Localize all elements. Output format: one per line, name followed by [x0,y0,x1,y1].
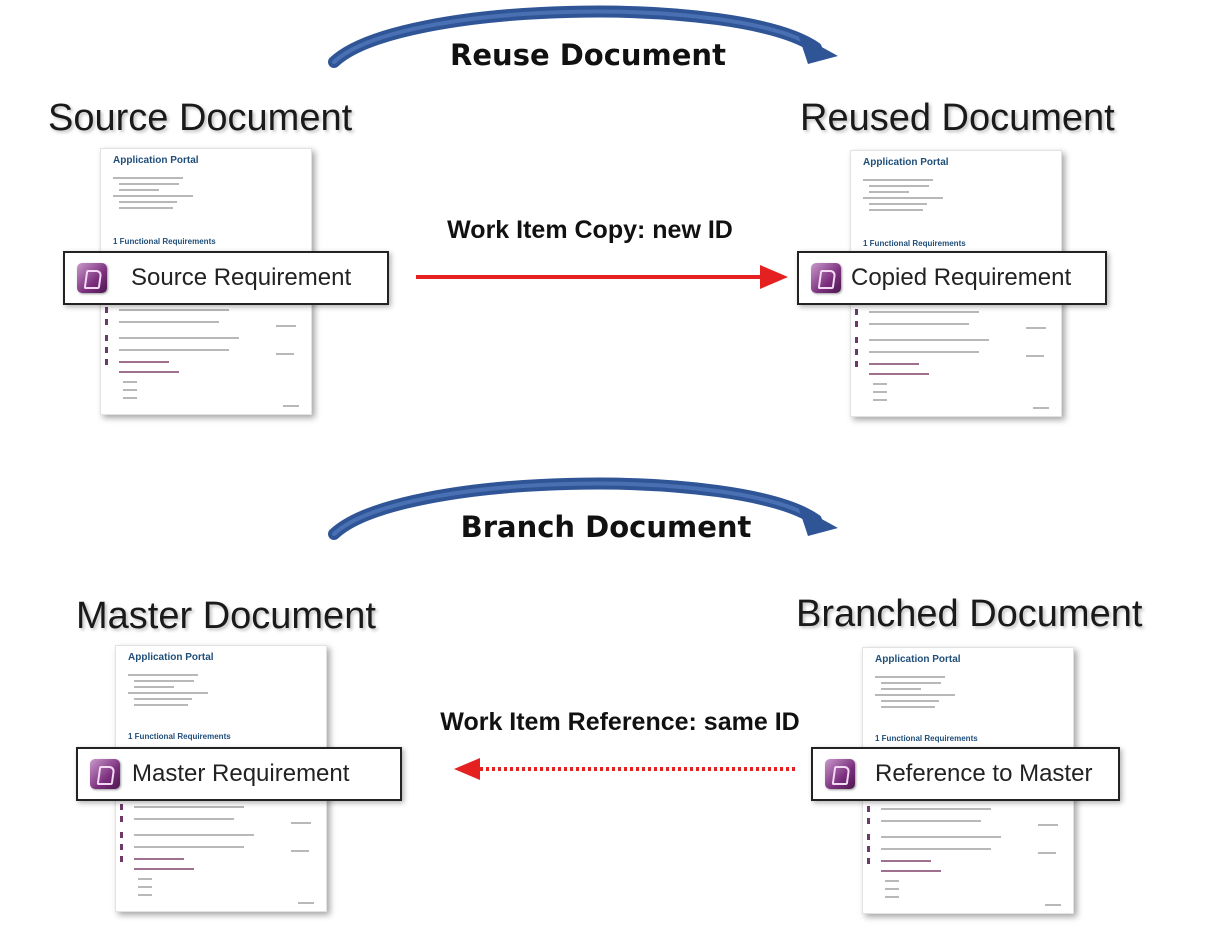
thumbnail-heading: Application Portal [128,652,214,663]
copy-arrow-icon [416,265,788,289]
copied-requirement-label: Copied Requirement [851,264,1072,291]
thumbnail-section: 1 Functional Requirements [863,239,966,248]
requirement-icon [90,759,120,789]
requirement-icon [77,263,107,293]
reference-link-label: Work Item Reference: same ID [440,708,800,736]
reused-document-title: Reused Document [800,97,1115,139]
thumbnail-heading: Application Portal [113,155,199,166]
branched-document-title: Branched Document [796,593,1143,635]
thumbnail-heading: Application Portal [863,157,949,168]
source-requirement-label: Source Requirement [131,264,352,291]
reuse-curved-arrow-icon [328,5,838,68]
master-document-title: Master Document [76,595,376,637]
thumbnail-section: 1 Functional Requirements [113,237,216,246]
master-requirement-box[interactable]: Master Requirement [76,747,402,801]
copied-requirement-box[interactable]: Copied Requirement [797,251,1107,305]
source-requirement-box[interactable]: Source Requirement [63,251,389,305]
reuse-operation-label: Reuse Document [450,38,726,72]
thumbnail-section: 1 Functional Requirements [128,732,231,741]
reference-arrow-icon [454,758,798,780]
source-document-title: Source Document [48,97,353,139]
branch-operation-label: Branch Document [460,510,752,544]
reference-to-master-label: Reference to Master [875,760,1093,787]
reference-to-master-box[interactable]: Reference to Master [811,747,1120,801]
copy-link-label: Work Item Copy: new ID [447,216,733,244]
thumbnail-heading: Application Portal [875,654,961,665]
requirement-icon [811,263,841,293]
branch-curved-arrow-icon [328,477,838,540]
master-requirement-label: Master Requirement [132,760,350,787]
thumbnail-section: 1 Functional Requirements [875,734,978,743]
requirement-icon [825,759,855,789]
